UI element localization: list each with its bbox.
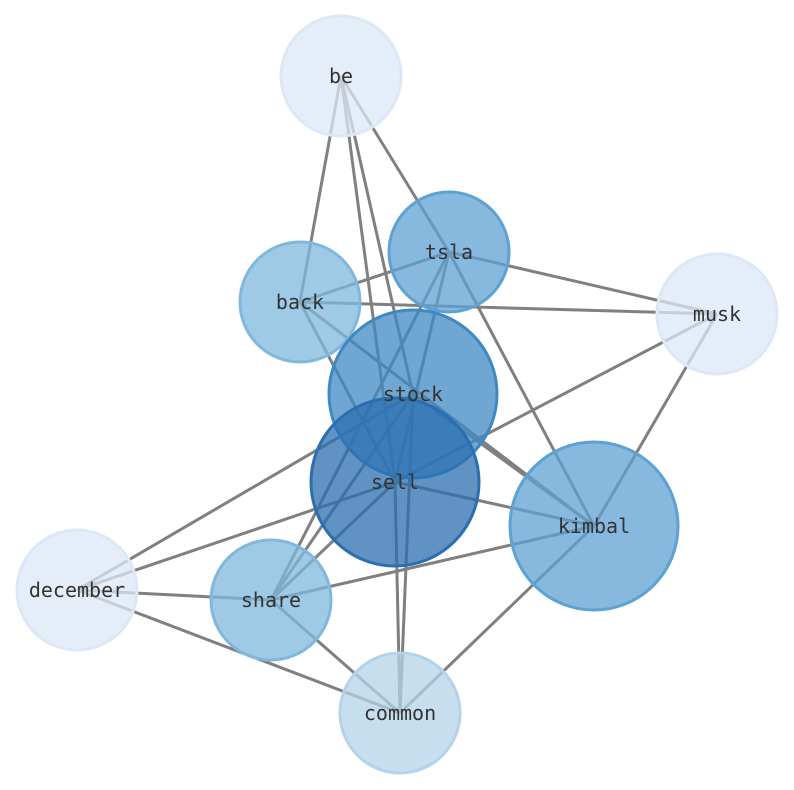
node-label-december: december bbox=[29, 578, 125, 602]
node-common[interactable] bbox=[338, 651, 462, 775]
node-label-tsla: tsla bbox=[425, 240, 473, 264]
edge-back-musk bbox=[299, 300, 718, 316]
node-musk[interactable] bbox=[655, 252, 779, 376]
node-label-back: back bbox=[276, 290, 324, 314]
nodes-layer bbox=[15, 14, 779, 775]
node-sell[interactable] bbox=[309, 396, 481, 568]
node-back[interactable] bbox=[238, 240, 362, 364]
node-label-sell: sell bbox=[371, 470, 419, 494]
node-label-common: common bbox=[364, 701, 436, 725]
node-label-kimbal: kimbal bbox=[558, 514, 630, 538]
node-december[interactable] bbox=[15, 528, 139, 652]
node-label-musk: musk bbox=[693, 302, 741, 326]
node-kimbal[interactable] bbox=[508, 440, 680, 612]
node-label-stock: stock bbox=[383, 382, 443, 406]
node-share[interactable] bbox=[209, 538, 333, 662]
node-label-be: be bbox=[329, 64, 353, 88]
labels-layer: be tsla back musk stock sell kimbal december sha… bbox=[29, 64, 741, 725]
node-tsla[interactable] bbox=[387, 190, 511, 314]
node-label-share: share bbox=[241, 588, 301, 612]
node-be[interactable] bbox=[279, 14, 403, 138]
